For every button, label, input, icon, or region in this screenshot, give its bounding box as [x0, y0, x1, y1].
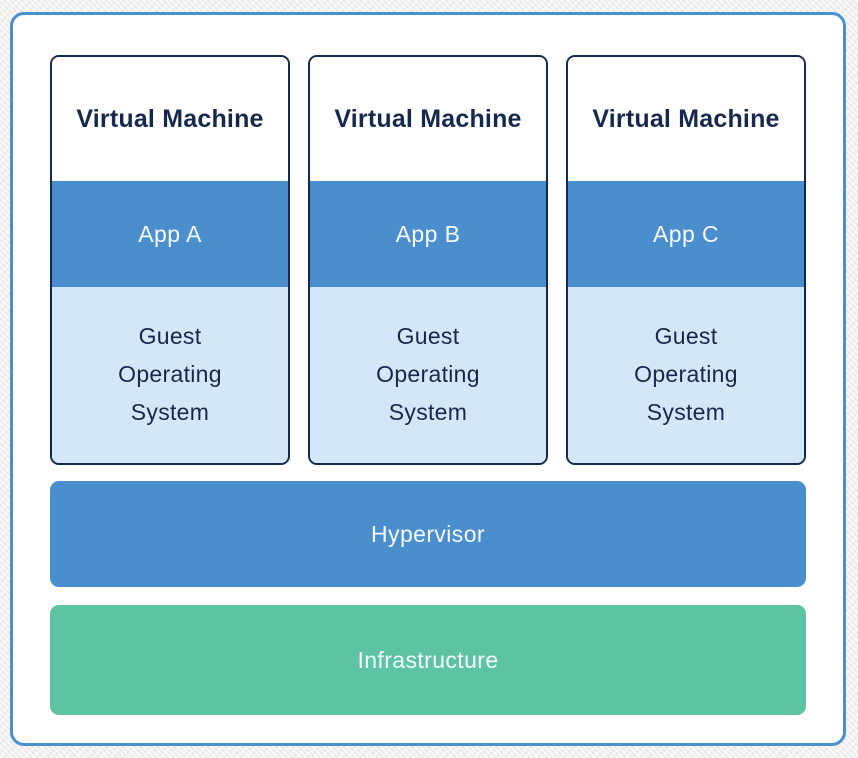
- vm-box-b: Virtual Machine App B Guest Operating Sy…: [308, 55, 548, 465]
- vm-row: Virtual Machine App A Guest Operating Sy…: [50, 55, 806, 465]
- hypervisor-bar: Hypervisor: [50, 481, 806, 587]
- guest-os-a-label: Guest Operating System: [118, 323, 222, 425]
- vm-title-c: Virtual Machine: [568, 57, 804, 181]
- app-b-bar: App B: [310, 181, 546, 287]
- guest-os-c-label: Guest Operating System: [634, 323, 738, 425]
- app-c-bar: App C: [568, 181, 804, 287]
- vm-box-a: Virtual Machine App A Guest Operating Sy…: [50, 55, 290, 465]
- guest-os-b-section: Guest Operating System: [310, 287, 546, 463]
- app-a-bar: App A: [52, 181, 288, 287]
- vm-title-b: Virtual Machine: [310, 57, 546, 181]
- diagram-container: Virtual Machine App A Guest Operating Sy…: [10, 12, 846, 746]
- infrastructure-bar: Infrastructure: [50, 605, 806, 715]
- guest-os-c-section: Guest Operating System: [568, 287, 804, 463]
- guest-os-b-label: Guest Operating System: [376, 323, 480, 425]
- vm-box-c: Virtual Machine App C Guest Operating Sy…: [566, 55, 806, 465]
- guest-os-a-section: Guest Operating System: [52, 287, 288, 463]
- vm-title-a: Virtual Machine: [52, 57, 288, 181]
